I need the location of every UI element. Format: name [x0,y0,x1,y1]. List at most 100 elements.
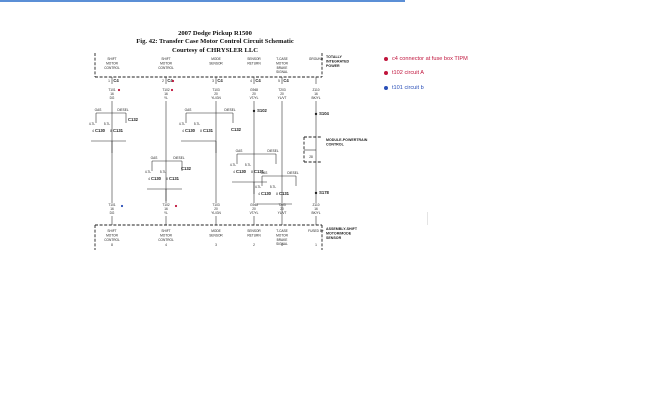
faint-mark [427,212,428,225]
tipm-pin-label: SENSOR [209,61,223,65]
splice-label: S178 [319,190,329,195]
wire-gauge: 16 [110,207,114,211]
motor-pin-label: T-CASE [276,229,288,233]
wire-gauge: 16 [164,207,168,211]
tipm-pin-label: SHIFT [161,57,170,61]
motor-pin-label: MOTOR [106,233,119,237]
circuit-id: T102 [162,203,169,207]
connector-label: C131 [113,128,124,133]
variant-label: DIESEL [224,108,236,112]
pin-number: 3 [212,79,214,83]
module-label-tipm: TOTALLY [326,55,343,59]
motor-pin-label: RETURN [247,233,261,237]
marker-dot [171,79,175,83]
wire-color: YL [164,211,168,215]
marker-dot [174,204,178,208]
circuit-id: T103 [212,203,219,207]
wire-color: VT/YL [250,96,259,100]
top-accent-line [0,0,405,2]
connector-c4-label: C4 [283,78,289,83]
tipm-pin-label: BRAKE [277,66,288,70]
wire-color: VT/YL [250,211,259,215]
tipm-pin-label: GROUND [309,57,324,61]
pin-number: 8 [276,192,278,196]
tipm-pin-label: MOTOR [106,61,119,65]
pin-number: 4 [148,177,150,181]
variant-label: DIESEL [287,171,299,175]
engine-label: 5.7L [194,122,200,126]
connector-label: C130 [185,128,196,133]
connector-c4-label: C4 [113,78,119,83]
legend-label: t102 circuit A [392,70,425,76]
variant-label: DIESEL [117,108,129,112]
pin-number: 5 [278,79,280,83]
engine-label: 4.7L [179,122,185,126]
pin-number: 4 [165,243,167,247]
legend-dot-icon [384,57,388,61]
tipm-pin-label: SENSOR [247,57,261,61]
tipm-pin-label: MODE [211,57,221,61]
pin-number: 4 [258,192,260,196]
motor-pin-label: MOTOR [276,233,289,237]
pin-number: 4 [233,170,235,174]
variant-label: GAS [151,156,158,160]
motor-pin-label: CONTROL [158,238,174,242]
splice-s104 [314,112,318,116]
courtesy-line: Courtesy of CHRYSLER LLC [171,46,259,54]
connector-label: C130 [236,169,247,174]
connector-label: C131 [279,191,290,196]
motor-pin-label: FUSED B+ [308,229,324,233]
marker-dot [120,204,124,208]
wire-color: BK/YL [311,96,320,100]
engine-label: 5.7L [270,185,276,189]
circuit-id: T101 [108,88,115,92]
circuit-id: G948 [250,203,258,207]
tipm-pin-label: SIGNAL [276,70,288,74]
motor-pin-label: SHIFT [107,229,116,233]
pin-number: 28 [309,155,313,159]
pin-number: 4 [92,129,94,133]
legend-item: c4 connector at fuse box TIPM [384,56,468,62]
module-label-tipm: INTEGRATED [326,59,349,63]
pin-number: 1 [108,79,110,83]
variant-label: DIESEL [173,156,185,160]
module-label-shift-motor: ASSEMBLY-SHIFT [326,227,358,231]
splice-s178 [314,191,318,195]
circuit-id: T103 [212,88,219,92]
tipm-pin-label: MOTOR [160,61,173,65]
engine-label: 4.7L [255,185,261,189]
legend-label: c4 connector at fuse box TIPM [392,56,468,62]
schematic-title-block: 2007 Dodge Pickup R1500 Fig. 42: Transfe… [100,30,330,55]
motor-pin-label: MOTOR [160,233,173,237]
circuit-id: T203 [278,88,285,92]
engine-label: 4.7L [89,122,95,126]
vehicle-title: 2007 Dodge Pickup R1500 [178,30,252,37]
variant-label: GAS [236,149,243,153]
wire-color: YL/VT [278,96,287,100]
pin-number: 8 [166,177,168,181]
pin-number: 4 [182,129,184,133]
wire-gauge: 20 [252,207,256,211]
pin-number: 8 [251,170,253,174]
tipm-pin-label: CONTROL [104,66,120,70]
module-label-shift-motor: MOTOR/MODE [326,231,352,235]
figure-title: Fig. 42: Transfer Case Motor Control Cir… [136,38,294,46]
tipm-pin-label: RETURN [247,61,261,65]
wire-gauge: 20 [214,92,218,96]
pin-number: 8 [200,129,202,133]
variant-label: GAS [261,171,268,175]
connector-label: C131 [169,176,180,181]
pin-number: 8 [110,129,112,133]
module-label-tipm: POWER [326,64,340,68]
connector-label: C132 [231,127,242,132]
motor-pin-label: BRAKE [277,238,288,242]
wire-gauge: 16 [164,92,168,96]
pin-number: 2 [253,243,255,247]
connector-label: C131 [254,169,265,174]
wire-gauge: 16 [314,207,318,211]
variant-label: DIESEL [267,149,279,153]
wire-gauge: 20 [280,92,284,96]
engine-label: 4.7L [230,163,236,167]
connector-c4-label: C4 [167,78,173,83]
engine-label: 4.7L [145,170,151,174]
